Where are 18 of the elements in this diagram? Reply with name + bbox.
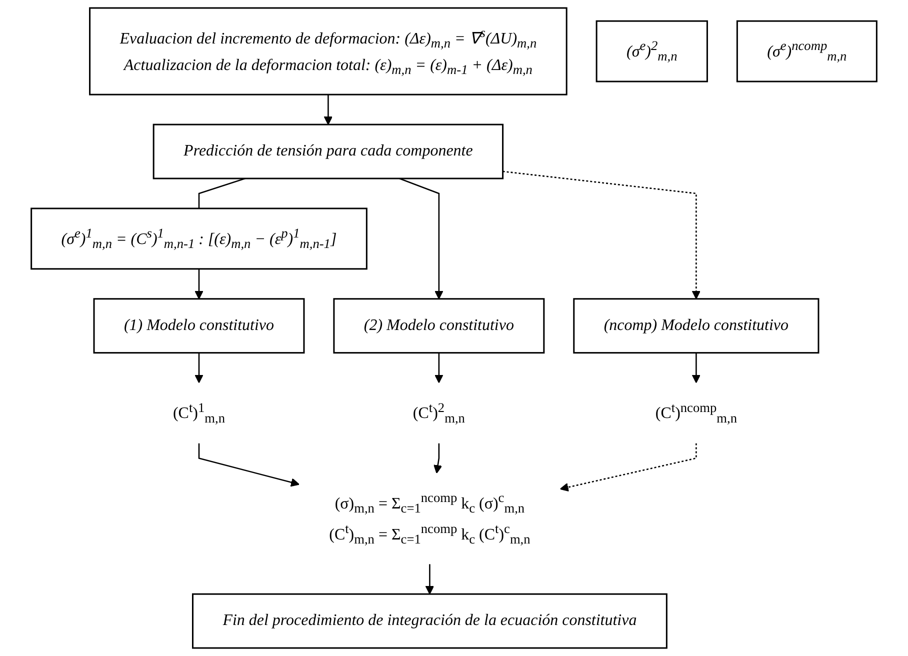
arrow bbox=[425, 564, 434, 594]
node-box: (2) Modelo constitutivo bbox=[333, 298, 545, 354]
arrow bbox=[399, 178, 444, 300]
node-box: (σ$^{e}$)$^{1}$$_{m,n}$ = (C$^{s}$)$^{1}$$_{m,n-1}$ : [(ε)$_{m,n}$ − (ε$^{p}$)$^{1}$$_{m,n-1}$] bbox=[30, 208, 368, 270]
arrow bbox=[194, 268, 204, 300]
arrow bbox=[198, 443, 300, 487]
arrow bbox=[692, 352, 701, 384]
arrow bbox=[502, 170, 701, 300]
arrow bbox=[324, 94, 333, 125]
arrow bbox=[194, 352, 204, 384]
node-box: Fin del procedimiento de integración de la ecuación constitutiva bbox=[192, 593, 668, 649]
arrow bbox=[434, 443, 442, 474]
node-box: Predicción de tensión para cada componente bbox=[152, 124, 504, 180]
node-box: (ncomp) Modelo constitutivo bbox=[573, 298, 820, 354]
arrow bbox=[434, 352, 444, 384]
node-box: (1) Modelo constitutivo bbox=[93, 298, 305, 354]
connector bbox=[198, 178, 246, 208]
arrow bbox=[560, 443, 697, 492]
